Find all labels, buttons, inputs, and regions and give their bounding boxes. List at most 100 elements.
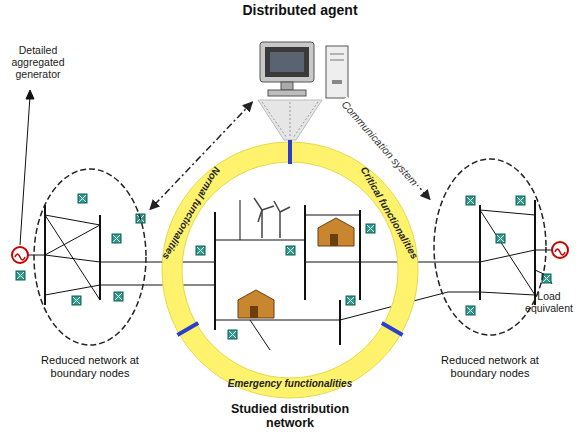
node-label: Reduced network at boundary nodes: [30, 354, 150, 380]
network-lines: [535, 250, 552, 251]
spotlight-funnel: [258, 100, 322, 140]
ring-divider: [382, 323, 403, 335]
switch-symbol: [466, 306, 475, 315]
network-lines: [214, 212, 216, 330]
network-lines: [480, 210, 535, 215]
computer-icon: [281, 82, 293, 90]
boundary-region: Reduced network at boundary nodes: [430, 155, 550, 380]
switch-symbol: [113, 235, 120, 242]
server-icon: [330, 60, 344, 61]
switch-symbol: [78, 194, 87, 203]
network-lines: [305, 215, 360, 216]
leader-arrow: [26, 90, 34, 99]
switch-symbol: [367, 225, 374, 232]
spotlight-funnel: [290, 102, 291, 138]
switch-symbol: [497, 235, 504, 242]
switch-symbol: [516, 196, 525, 205]
computer-icon: [260, 42, 314, 96]
network-lines: [22, 200, 552, 350]
wind-turbine: [254, 198, 290, 238]
computer-icon: [270, 52, 304, 72]
switch-symbol: [72, 296, 81, 305]
network-lines: [45, 225, 100, 255]
switch-symbol: [543, 275, 550, 282]
network-lines: [480, 292, 535, 295]
network-lines: [534, 200, 536, 305]
server-icon: [326, 46, 348, 98]
wind-turbine: [280, 207, 290, 212]
node-label: Distributed agent: [240, 2, 360, 18]
house-icon: [330, 234, 338, 246]
generator-symbol: [12, 242, 568, 263]
agent-box: Distributed agent: [240, 2, 360, 102]
switch-symbol: [287, 247, 294, 254]
computer-icon: [260, 42, 314, 82]
functionality-label: Emergency functionalities: [228, 378, 352, 390]
switch-symbol: [16, 194, 551, 339]
network-lines: [480, 210, 535, 295]
switch-symbol: [467, 197, 474, 204]
switch-symbol: [467, 307, 474, 314]
network-lines: [100, 285, 130, 286]
ring-divider: [288, 140, 292, 164]
wind-turbine: [261, 210, 263, 238]
spotlight-funnel: [262, 102, 287, 138]
network-lines: [448, 292, 480, 293]
switch-symbol: [112, 234, 121, 243]
node-label: Reduced network at boundary nodes: [430, 354, 550, 380]
network-lines: [45, 255, 100, 262]
switch-symbol: [197, 247, 204, 254]
house-icon: [238, 218, 354, 318]
house-icon: [238, 290, 274, 318]
generator-label: Detailed aggregated generator: [3, 44, 73, 80]
generator-symbol: [15, 254, 25, 260]
network-lines: [215, 320, 340, 321]
switch-symbol: [17, 272, 24, 279]
house-icon: [318, 218, 354, 246]
generator-symbol: [12, 247, 28, 263]
node-label: Studied distribution network: [215, 402, 365, 430]
leader-arrow: [20, 96, 30, 245]
leader-arrow: [20, 90, 552, 284]
network-lines: [100, 262, 130, 263]
network-lines: [448, 262, 480, 263]
network-lines: [305, 262, 448, 263]
switch-symbol: [366, 224, 375, 233]
network-lines: [479, 205, 481, 300]
spotlight-funnel: [258, 100, 322, 140]
network-lines: [240, 200, 241, 240]
boundary-region: Reduced network at boundary nodes: [30, 165, 150, 380]
switch-symbol: [347, 297, 354, 304]
network-lines: [339, 300, 341, 345]
server-icon: [330, 54, 344, 55]
functionality-label: Normal functionalities: [160, 165, 223, 262]
switch-symbol: [286, 246, 295, 255]
network-lines: [99, 215, 101, 300]
switch-symbol: [496, 234, 505, 243]
wind-turbine: [279, 212, 281, 238]
computer-icon: [268, 90, 306, 96]
generator-symbol: [555, 249, 565, 255]
network-lines: [304, 205, 306, 300]
spotlight-funnel: [293, 102, 318, 138]
switch-symbol: [79, 195, 86, 202]
network-lines: [250, 320, 270, 350]
switch-symbol: [466, 196, 475, 205]
region-outline: [30, 165, 150, 380]
wind-turbine: [274, 201, 280, 212]
switch-symbol: [517, 197, 524, 204]
ring-divider: [177, 323, 198, 335]
network-lines: [45, 215, 100, 225]
load-label: Load equivalent: [524, 290, 574, 314]
ring-band: [162, 142, 418, 398]
network-lines: [215, 240, 305, 241]
server-icon: [332, 80, 342, 84]
network-lines: [359, 210, 361, 300]
generator-symbol: [552, 242, 568, 258]
switch-symbol: [228, 330, 237, 339]
computer-icon: [265, 47, 309, 77]
switch-symbol: [16, 271, 25, 280]
switch-symbol: [114, 292, 123, 301]
house-icon: [250, 306, 258, 318]
region-outline: [430, 155, 550, 380]
